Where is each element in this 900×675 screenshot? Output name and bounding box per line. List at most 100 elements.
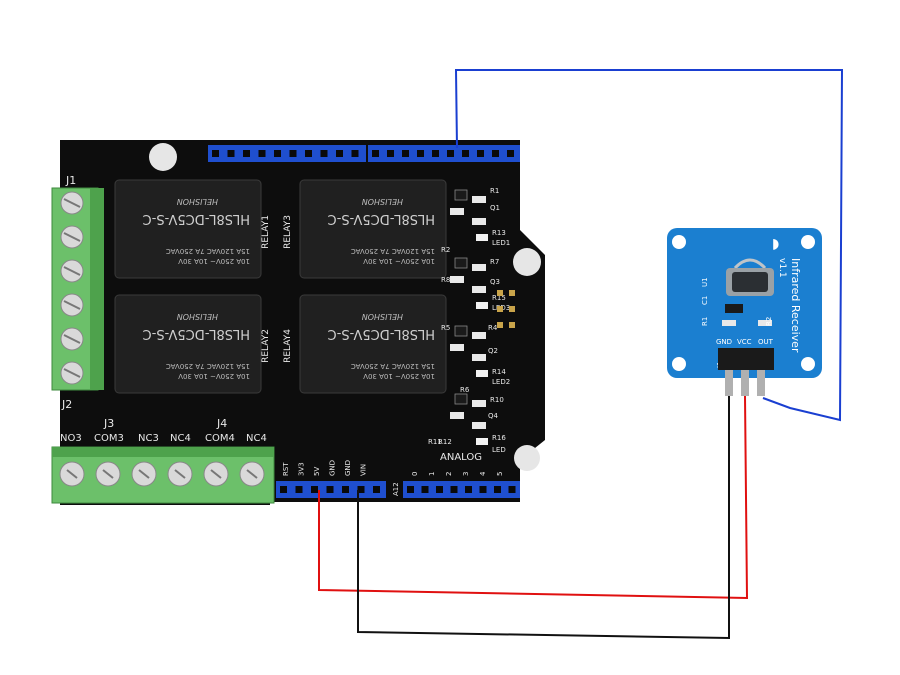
component-label: Q4 (488, 412, 499, 420)
relay-label: RELAY2 (261, 329, 271, 363)
relay-label: RELAY3 (283, 215, 293, 249)
analog-pin-label: 2 (445, 472, 453, 476)
header-pin (357, 486, 365, 493)
smd-resistor (450, 276, 464, 283)
header-pin (387, 150, 394, 157)
component-label: R1 (490, 187, 499, 195)
label-j1: J1 (65, 174, 76, 187)
ir-version: v1.1 (777, 258, 787, 278)
analog-pin-label: 1 (428, 472, 436, 476)
relay-model: HLS8L-DC5V-S-C (328, 326, 435, 341)
header-pin (432, 150, 439, 157)
analog-label: ANALOG (440, 452, 482, 463)
led (476, 234, 488, 241)
component-label: R11 (428, 438, 442, 446)
ir-pin-label: OUT (758, 338, 774, 346)
a12-label: A12 (392, 482, 400, 496)
header-pin (289, 150, 297, 157)
label-j3: J3 (103, 417, 114, 430)
relay-spec: 15A 120VAC 7A 250VAC (166, 247, 250, 255)
header-pin (447, 150, 454, 157)
ir-sensor (726, 258, 774, 296)
smd-resistor (472, 354, 486, 361)
smd-resistor (450, 412, 464, 419)
relay-model: HLS8L-DC5V-S-C (328, 211, 435, 226)
mounting-post-right-lower (514, 445, 540, 471)
icsp-header (497, 290, 515, 328)
terminal-label: NO3 (60, 433, 82, 444)
header-pin (407, 486, 414, 493)
analog-pin-label: 3 (462, 472, 470, 476)
header-pin (280, 486, 287, 493)
wires (318, 69, 844, 640)
header-pin (465, 486, 472, 493)
smd-resistor (472, 218, 486, 225)
header-pin (507, 150, 514, 157)
analog-header (403, 481, 520, 498)
relay-label: RELAY1 (261, 215, 271, 249)
header-pin (421, 486, 429, 493)
relay-vendor: HELISHON (362, 312, 403, 321)
relay-spec: 15A 120VAC 7A 250VAC (166, 362, 250, 370)
component-label: R12 (438, 438, 452, 446)
component-label: Q3 (490, 278, 500, 286)
component-label: R15 (492, 294, 506, 302)
header-pin (227, 150, 235, 157)
ir-part-label: R1 (701, 317, 709, 326)
component-label: Q1 (490, 204, 500, 212)
header-pin (373, 486, 380, 493)
ir-part-label: C1 (701, 296, 709, 305)
component-label: LED (492, 446, 506, 454)
relay-1: 10A 250V~ 10A 30V 15A 120VAC 7A 250VAC HLS… (114, 179, 262, 279)
smd-resistor (472, 422, 486, 429)
relay-vendor: HELISHON (362, 197, 403, 206)
relay-spec: 10A 250V~ 10A 30V (363, 257, 435, 265)
component-label: Q2 (488, 347, 498, 355)
header-pin (320, 150, 328, 157)
terminal-label: COM3 (94, 433, 124, 444)
smd-resistor (472, 264, 486, 271)
wireless-icon: ◗ (772, 236, 779, 252)
digital-header-right (368, 145, 520, 162)
mounting-post-right (513, 248, 541, 276)
terminal-block-j1-j2 (51, 187, 104, 391)
header-pin (417, 150, 424, 157)
ir-board (667, 228, 822, 378)
led (476, 438, 488, 445)
header-pin (508, 486, 516, 493)
smd-resistor (450, 344, 464, 351)
label-j2: J2 (61, 398, 72, 411)
header-pin (492, 150, 499, 157)
label-j4: J4 (216, 417, 227, 430)
analog-pin-label: 5 (496, 472, 504, 476)
header-pin (243, 150, 250, 157)
transistor (454, 325, 468, 337)
header-pin (212, 150, 219, 157)
component-label: R10 (490, 396, 504, 404)
relay-spec: 10A 250V~ 10A 30V (178, 257, 250, 265)
transistor (454, 189, 468, 201)
component-label: R5 (441, 324, 450, 332)
component-label: R14 (492, 368, 506, 376)
smd-resistor (472, 400, 486, 407)
header-pin (479, 486, 487, 493)
ir-receiver-module: ◗ U1C1R1R2J1 Infrared Receiver v1.1 GNDV… (667, 228, 822, 396)
relay-spec: 15A 120VAC 7A 250VAC (351, 247, 435, 255)
power-pin-label: RST (282, 462, 290, 476)
header-pin (436, 486, 443, 493)
relay-label: RELAY4 (283, 329, 293, 363)
relay-vendor: HELISHON (177, 197, 218, 206)
component-label: LED2 (492, 378, 510, 386)
terminal-label: NC4 (246, 433, 267, 444)
component-label: R6 (460, 386, 470, 394)
header-pin (311, 486, 318, 493)
wire-ground (357, 396, 730, 640)
component-label: LED1 (492, 239, 510, 247)
terminal-label: NC4 (170, 433, 191, 444)
ir-title: Infrared Receiver (789, 258, 802, 353)
relay-spec: 15A 120VAC 7A 250VAC (351, 362, 435, 370)
relay-model: HLS8L-DC5V-S-C (143, 211, 250, 226)
header-pin (462, 150, 469, 157)
